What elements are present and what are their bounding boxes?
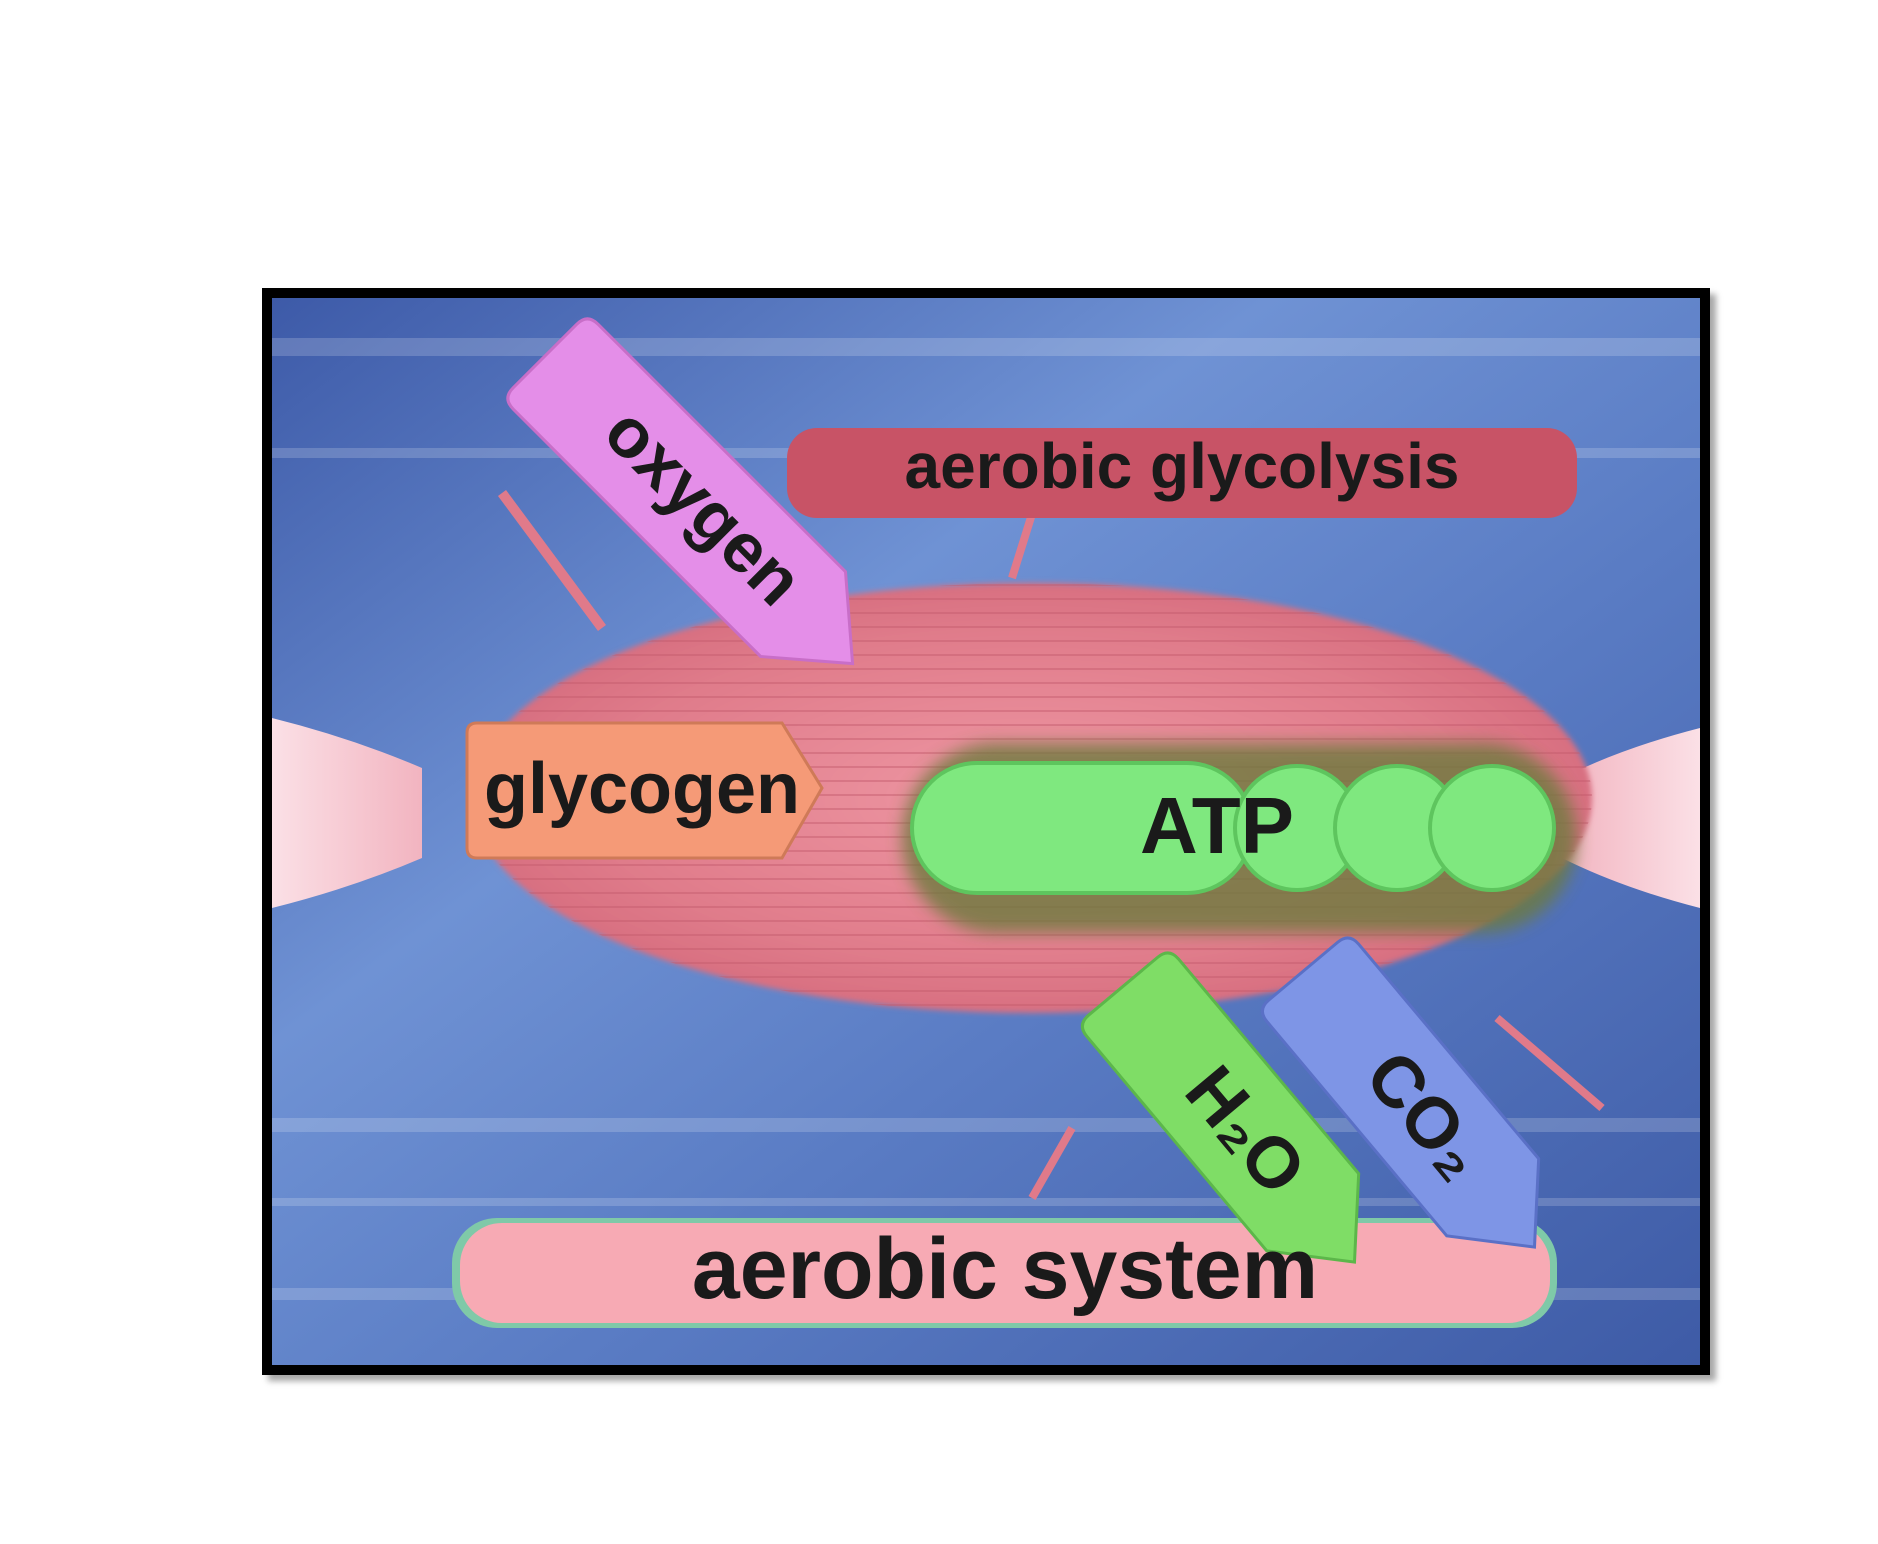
h2o-arrow (1080, 951, 1361, 1264)
diagram-scene: aerobic glycolysis aerobic system oxygen… (272, 298, 1700, 1365)
connector-oxygen (497, 490, 607, 631)
label-glycogen: glycogen (484, 749, 800, 829)
right-tendon (1562, 728, 1700, 908)
top-banner (787, 428, 1577, 518)
label-atp: ATP (1140, 781, 1294, 870)
oxygen-arrow (506, 317, 855, 666)
label-aerobic-system: aerobic system (692, 1221, 1318, 1317)
connector-right (1494, 1014, 1605, 1112)
label-aerobic-glycolysis: aerobic glycolysis (905, 430, 1460, 502)
co2-arrow (1260, 936, 1541, 1249)
diagram-frame: aerobic glycolysis aerobic system oxygen… (262, 288, 1710, 1375)
atp-molecule (910, 761, 1556, 895)
glycogen-arrow (465, 721, 824, 860)
connector-bottom (1028, 1126, 1076, 1200)
left-tendon (272, 718, 422, 908)
